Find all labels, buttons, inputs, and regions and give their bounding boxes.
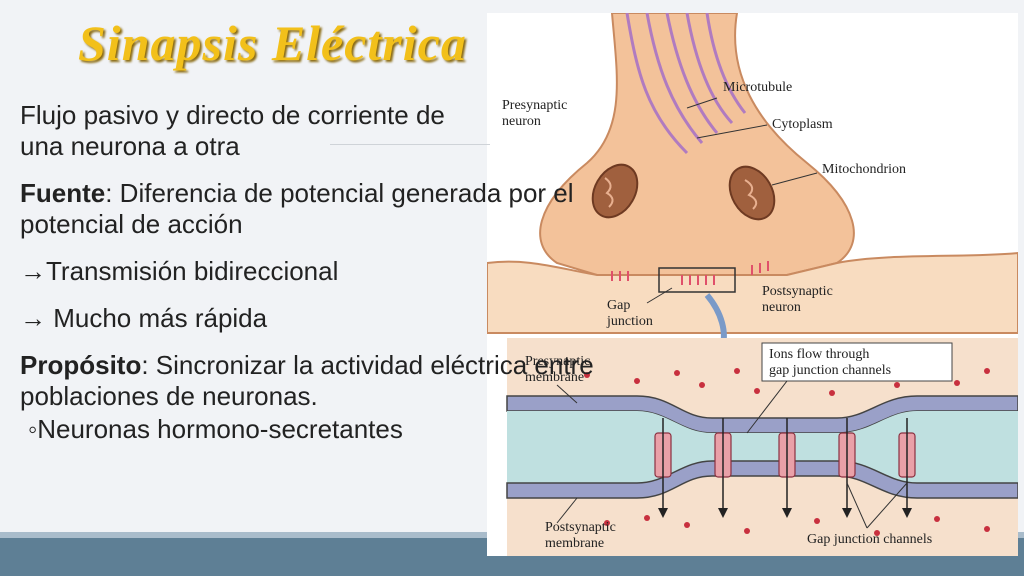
gap-junction-marks: [611, 261, 769, 285]
ions-flow-label-box: [761, 342, 953, 382]
label-ions-flow: Ions flow through: [769, 347, 869, 362]
leader-lines: [556, 97, 908, 529]
label-gap-junction-channels: Gap junction channels: [807, 532, 932, 547]
label-mitochondrion: Mitochondrion: [822, 162, 906, 177]
mitochondrion-cristae: [744, 179, 758, 210]
microtubule-line: [645, 13, 704, 144]
point-passive-flow: Flujo pasivo y directo de corriente de u…: [20, 100, 445, 161]
slide-title: Sinapsis Eléctrica: [78, 15, 467, 71]
content-text: Flujo pasivo y directo de corriente de u…: [20, 100, 600, 445]
point-purpose-text: : Sincronizar la actividad eléctrica ent…: [20, 350, 594, 411]
ion-flow-arrows: [662, 418, 908, 513]
presynaptic-membrane-shape: [506, 395, 1018, 434]
microtubule-line: [685, 13, 734, 125]
bullet-icon: ◦: [28, 414, 38, 444]
ion-flow-arrowheads: [658, 508, 912, 518]
point-source-label: Fuente: [20, 178, 106, 208]
point-purpose: Propósito: Sincronizar la actividad eléc…: [20, 350, 600, 412]
postsynaptic-neuron: [487, 251, 1018, 334]
sub-bullet-hormone: ◦Neuronas hormono-secretantes: [20, 414, 600, 445]
mitochondrion-right: [728, 165, 776, 221]
label-postsynaptic-neuron-2: neuron: [762, 300, 801, 315]
point-source: Fuente: Diferencia de potencial generada…: [20, 178, 600, 240]
point-bidirectional: →Transmisión bidireccional: [20, 256, 339, 286]
cleft-space: [507, 411, 1018, 483]
label-gap-junction: Gap: [607, 298, 630, 313]
label-presynaptic-neuron-2: neuron: [502, 114, 541, 129]
label-microtubule: Microtubule: [723, 80, 792, 95]
postsynaptic-membrane-shape: [506, 460, 1018, 499]
label-presynaptic-neuron: Presynaptic: [502, 98, 567, 113]
divider-line: [330, 144, 490, 145]
synapse-illustration: Microtubule Presynaptic neuron Cytoplasm…: [487, 13, 1018, 556]
microtubule-line: [705, 13, 747, 114]
microtubule-line: [665, 13, 719, 134]
synapse-diagram: Microtubule Presynaptic neuron Cytoplasm…: [487, 13, 1018, 556]
label-gap-junction-2: junction: [606, 314, 653, 329]
sub-bullet-text: Neuronas hormono-secretantes: [37, 414, 403, 444]
gap-junction-highlight-box: [658, 267, 736, 293]
label-presynaptic-membrane-2: membrane: [525, 370, 584, 385]
point-faster: → Mucho más rápida: [20, 303, 268, 333]
label-postsynaptic-membrane: Postsynaptic: [545, 520, 616, 535]
mitochondrion-cristae: [604, 177, 614, 208]
microtubule-line: [625, 13, 689, 155]
label-ions-flow-2: gap junction channels: [769, 363, 891, 378]
label-cytoplasm: Cytoplasm: [772, 117, 833, 132]
label-postsynaptic-membrane-2: membrane: [545, 536, 604, 551]
point-purpose-label: Propósito: [20, 350, 142, 380]
label-presynaptic-membrane: Presynaptic: [525, 354, 590, 369]
mitochondrion-left: [591, 163, 639, 219]
point-source-text: : Diferencia de potencial generada por e…: [20, 178, 574, 239]
label-postsynaptic-neuron: Postsynaptic: [762, 284, 833, 299]
